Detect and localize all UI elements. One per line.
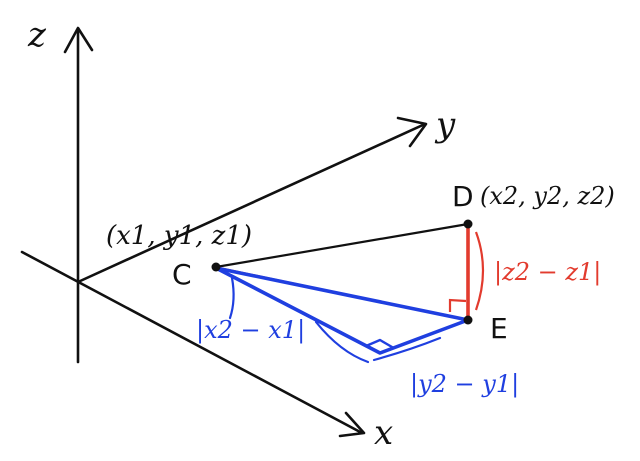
point-e — [463, 315, 473, 325]
right-angle-mark-bottom — [364, 338, 394, 349]
brace-dx-2 — [314, 320, 370, 364]
z-axis-arrowhead — [63, 26, 94, 54]
x-axis — [20, 250, 364, 435]
dz-label: |z2 − z1| — [494, 258, 601, 287]
legs-c-corner-e — [214, 266, 470, 355]
point-c — [211, 262, 221, 272]
right-angle-mark-e — [448, 298, 467, 312]
x-axis-label: x — [374, 413, 393, 453]
dx-label: |x2 − x1| — [196, 316, 305, 345]
x-axis-arrowhead — [338, 411, 366, 438]
y-axis-label: y — [434, 105, 456, 145]
y-axis-arrowhead — [396, 116, 428, 148]
blue-legs — [214, 266, 470, 364]
z-axis-label: z — [27, 15, 47, 55]
brace-dz — [474, 231, 485, 311]
brace-dy — [372, 336, 442, 362]
axes — [20, 26, 428, 438]
segment-cd — [214, 222, 470, 269]
dy-label: |y2 − y1| — [410, 370, 519, 399]
brace-dx — [228, 276, 235, 320]
point-c-coords: (x1, y1, z1) — [106, 221, 252, 251]
point-d-label: D — [452, 180, 474, 213]
point-e-label: E — [490, 312, 508, 345]
y-axis — [76, 122, 427, 284]
segment-ce-blue — [214, 266, 470, 322]
point-d-coords: (x2, y2, z2) — [480, 182, 615, 210]
point-d — [463, 219, 473, 229]
point-c-label: C — [172, 258, 192, 291]
